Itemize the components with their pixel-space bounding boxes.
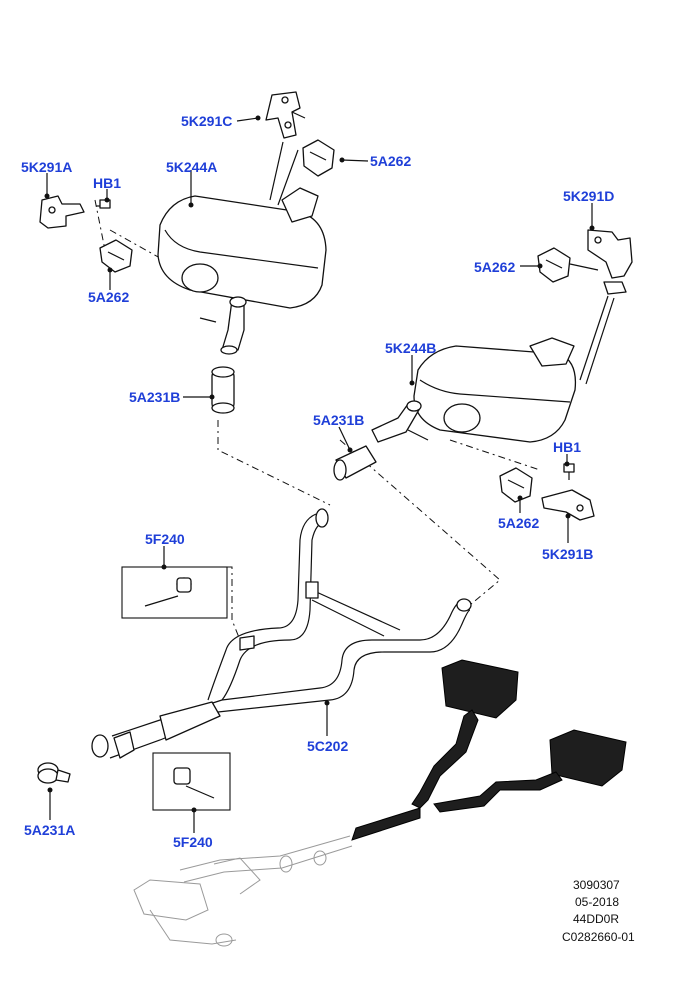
overview-illustration — [133, 659, 627, 947]
label-5a231a: 5A231A — [24, 822, 75, 838]
label-5a262-top: 5A262 — [370, 153, 411, 169]
part-labels: 5K291C 5A262 5K244A 5K291A HB1 5A262 5K2… — [21, 113, 614, 850]
label-5f240-bottom: 5F240 — [173, 834, 213, 850]
label-5k291a: 5K291A — [21, 159, 72, 175]
label-5k291b: 5K291B — [542, 546, 593, 562]
label-5a262-low: 5A262 — [498, 515, 539, 531]
box-5f240-top — [121, 566, 241, 641]
info-block: 3090307 05-2018 44DD0R C0282660-01 — [562, 878, 635, 944]
label-5c202: 5C202 — [307, 738, 348, 754]
label-5a262-left: 5A262 — [88, 289, 129, 305]
label-5a231b-right: 5A231B — [313, 412, 364, 428]
bracket-5k291b — [541, 489, 595, 521]
label-5k291d: 5K291D — [563, 188, 614, 204]
muffler-5k244b — [371, 337, 577, 443]
bracket-5k291d — [587, 229, 633, 295]
label-5k244a: 5K244A — [166, 159, 217, 175]
clamp-5a231b-right — [333, 445, 377, 481]
label-hb1-left: HB1 — [93, 175, 121, 191]
clamp-5a231a — [37, 762, 71, 784]
isolator-5a262-low — [499, 467, 533, 503]
label-5a262-right: 5A262 — [474, 259, 515, 275]
label-5a231b-left: 5A231B — [129, 389, 180, 405]
label-5f240-top: 5F240 — [145, 531, 185, 547]
bracket-5k291a — [39, 195, 85, 229]
clamp-5a231b-left — [211, 366, 235, 414]
bolt-hb1-right — [563, 463, 575, 480]
label-hb1-right: HB1 — [553, 439, 581, 455]
isolator-5a262-right — [537, 247, 599, 283]
isolator-5a262-top — [302, 139, 335, 177]
muffler-5k244a — [157, 187, 327, 355]
label-5k291c: 5K291C — [181, 113, 232, 129]
box-5f240-bottom — [152, 752, 231, 811]
label-5k244b: 5K244B — [385, 340, 436, 356]
bracket-5k291c — [265, 91, 306, 139]
info-line-4: C0282660-01 — [562, 930, 635, 944]
info-line-2: 05-2018 — [575, 895, 619, 909]
pipe-assembly-5c202 — [91, 508, 472, 759]
info-line-3: 44DD0R — [573, 912, 619, 926]
label-leaders — [44, 115, 595, 833]
info-line-1: 3090307 — [573, 878, 620, 892]
isolator-5a262-left — [99, 239, 133, 273]
